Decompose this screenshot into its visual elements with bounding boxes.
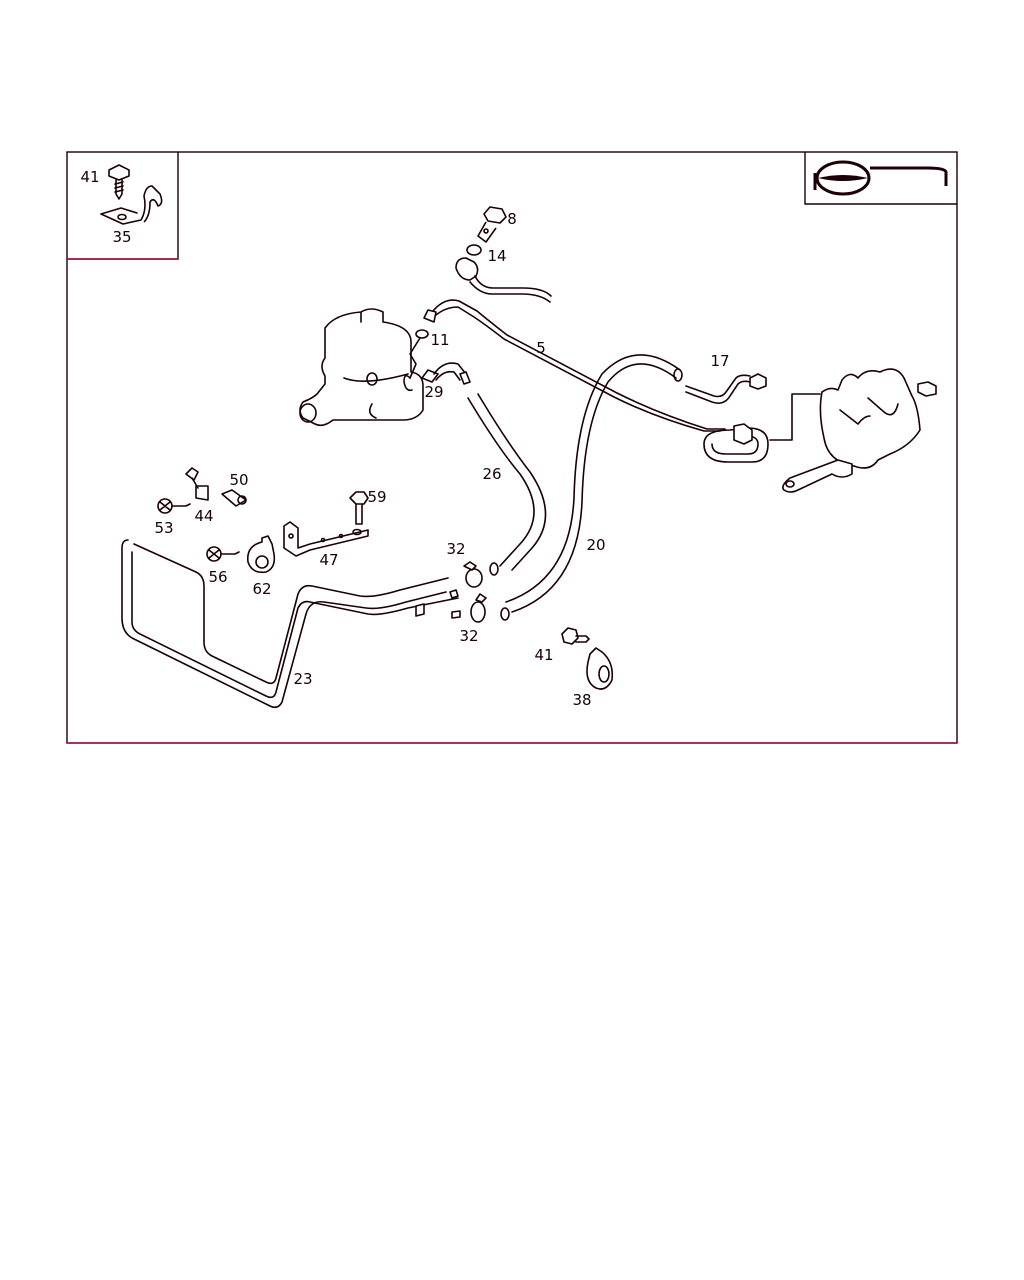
return-hose-26 (467, 393, 547, 571)
bolt-41 (561, 627, 590, 645)
banjo-fitting (455, 257, 552, 303)
screw-53 (157, 498, 191, 514)
callout-5: 5 (536, 339, 546, 357)
callout-62: 62 (252, 580, 271, 598)
pipe-17 (685, 373, 767, 404)
callout-56: 56 (208, 568, 227, 586)
steering-wheel-icon (813, 160, 948, 196)
callout-20: 20 (586, 536, 605, 554)
hose-clamp-upper (463, 561, 483, 588)
clip-44 (185, 467, 209, 501)
spacer-50 (221, 489, 247, 507)
callout-59: 59 (367, 488, 386, 506)
inset-bolt-41 (108, 164, 130, 200)
pressure-hose-5 (423, 299, 821, 463)
callout-44: 44 (194, 507, 213, 525)
screw-56 (206, 546, 240, 562)
callout-35: 35 (112, 228, 131, 246)
power-steering-pump (299, 308, 424, 427)
seal-ring-14 (466, 244, 482, 256)
callout-17: 17 (710, 352, 729, 370)
cooler-line-23 (121, 539, 461, 709)
callout-41-inset: 41 (80, 168, 99, 186)
callout-11: 11 (430, 331, 449, 349)
bolt-59 (349, 491, 369, 525)
fitting-29 (421, 362, 471, 385)
callout-32-upper: 32 (446, 540, 465, 558)
inset-bracket-35 (100, 185, 163, 225)
callout-41: 41 (534, 646, 553, 664)
hose-20 (505, 354, 681, 613)
icon-box (804, 152, 957, 205)
steering-gear (782, 368, 937, 493)
callout-53: 53 (154, 519, 173, 537)
callout-32-lower: 32 (459, 627, 478, 645)
callout-38: 38 (572, 691, 591, 709)
callout-29: 29 (424, 383, 443, 401)
callout-14: 14 (487, 247, 506, 265)
callout-8: 8 (507, 210, 517, 228)
callout-23: 23 (293, 670, 312, 688)
callout-47: 47 (319, 551, 338, 569)
bracket-47 (283, 521, 369, 557)
clamp-38 (586, 647, 614, 690)
callout-26: 26 (482, 465, 501, 483)
banjo-bolt (477, 206, 507, 243)
seal-ring-11 (415, 329, 429, 339)
hose-clamp-lower (470, 593, 487, 623)
clamp-62 (246, 535, 276, 574)
callout-50: 50 (229, 471, 248, 489)
